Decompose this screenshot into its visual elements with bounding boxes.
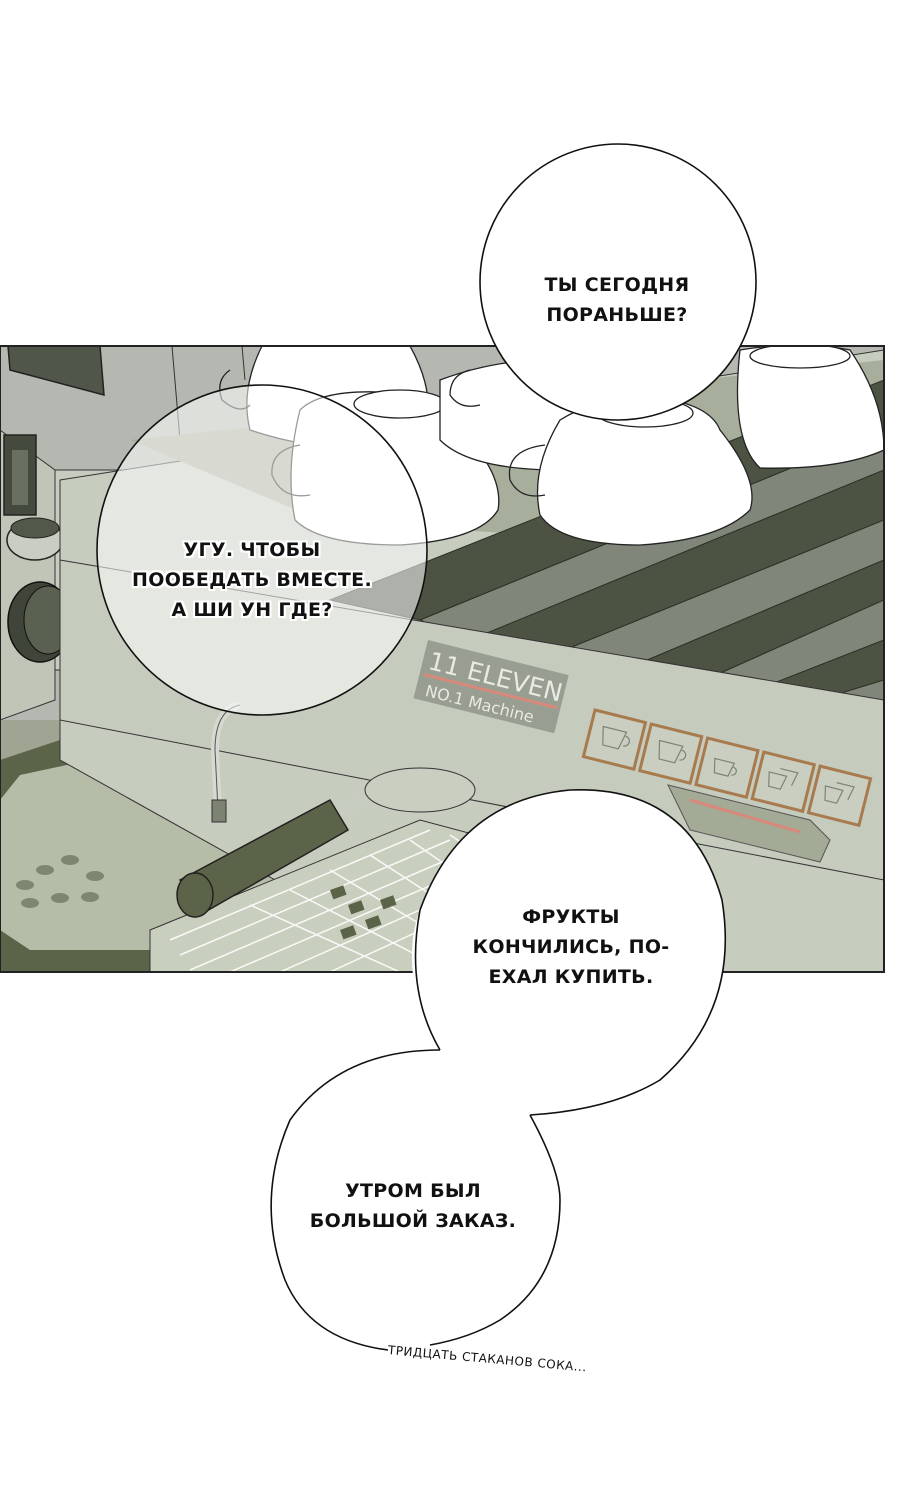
- speech-bubble-reply: [96, 384, 428, 716]
- bubble-line: ЕХАЛ КУПИТЬ.: [488, 966, 654, 988]
- bubble-line: БОЛЬШОЙ ЗАКАЗ.: [309, 1210, 517, 1232]
- double-cup-button: [750, 750, 817, 814]
- single-cup-button: [581, 708, 648, 771]
- double-cup-button-2: [806, 764, 873, 828]
- cup-button: [637, 722, 704, 786]
- bubble-line: ПОРАНЬШЕ?: [546, 304, 688, 326]
- bubble-line: ПООБЕДАТЬ ВМЕСТЕ.: [132, 569, 372, 591]
- speech-bubble-fruits-order: [270, 789, 727, 1352]
- drain-holes: [16, 855, 104, 908]
- bubble-line: А ШИ УН ГДЕ?: [171, 599, 333, 621]
- bubble-line: КОНЧИЛИСЬ, ПО-: [472, 936, 670, 958]
- wall-shelf: [7, 346, 105, 396]
- bubble-line: УГУ. ЧТОБЫ: [183, 539, 321, 561]
- bubble-text-fruits: ФРУКТЫ КОНЧИЛИСЬ, ПО- ЕХАЛ КУПИТЬ.: [473, 902, 670, 992]
- bubble-text-reply: УГУ. ЧТОБЫ ПООБЕДАТЬ ВМЕСТЕ. А ШИ УН ГДЕ…: [132, 535, 372, 625]
- small-cup-button: [694, 736, 760, 800]
- bubble-line: УТРОМ БЫЛ: [345, 1180, 481, 1202]
- portafilter: [176, 767, 476, 918]
- bubble-text-question: ТЫ СЕГОДНЯ ПОРАНЬШЕ?: [545, 270, 690, 330]
- speech-bubble-question: [479, 143, 757, 421]
- bubble-line: ТЫ СЕГОДНЯ: [544, 274, 690, 296]
- bubble-text-order: УТРОМ БЫЛ БОЛЬШОЙ ЗАКАЗ.: [310, 1176, 516, 1236]
- drink-buttons: [581, 708, 873, 863]
- grate-shadow: [329, 885, 397, 940]
- bubble-line: ФРУКТЫ: [522, 906, 620, 928]
